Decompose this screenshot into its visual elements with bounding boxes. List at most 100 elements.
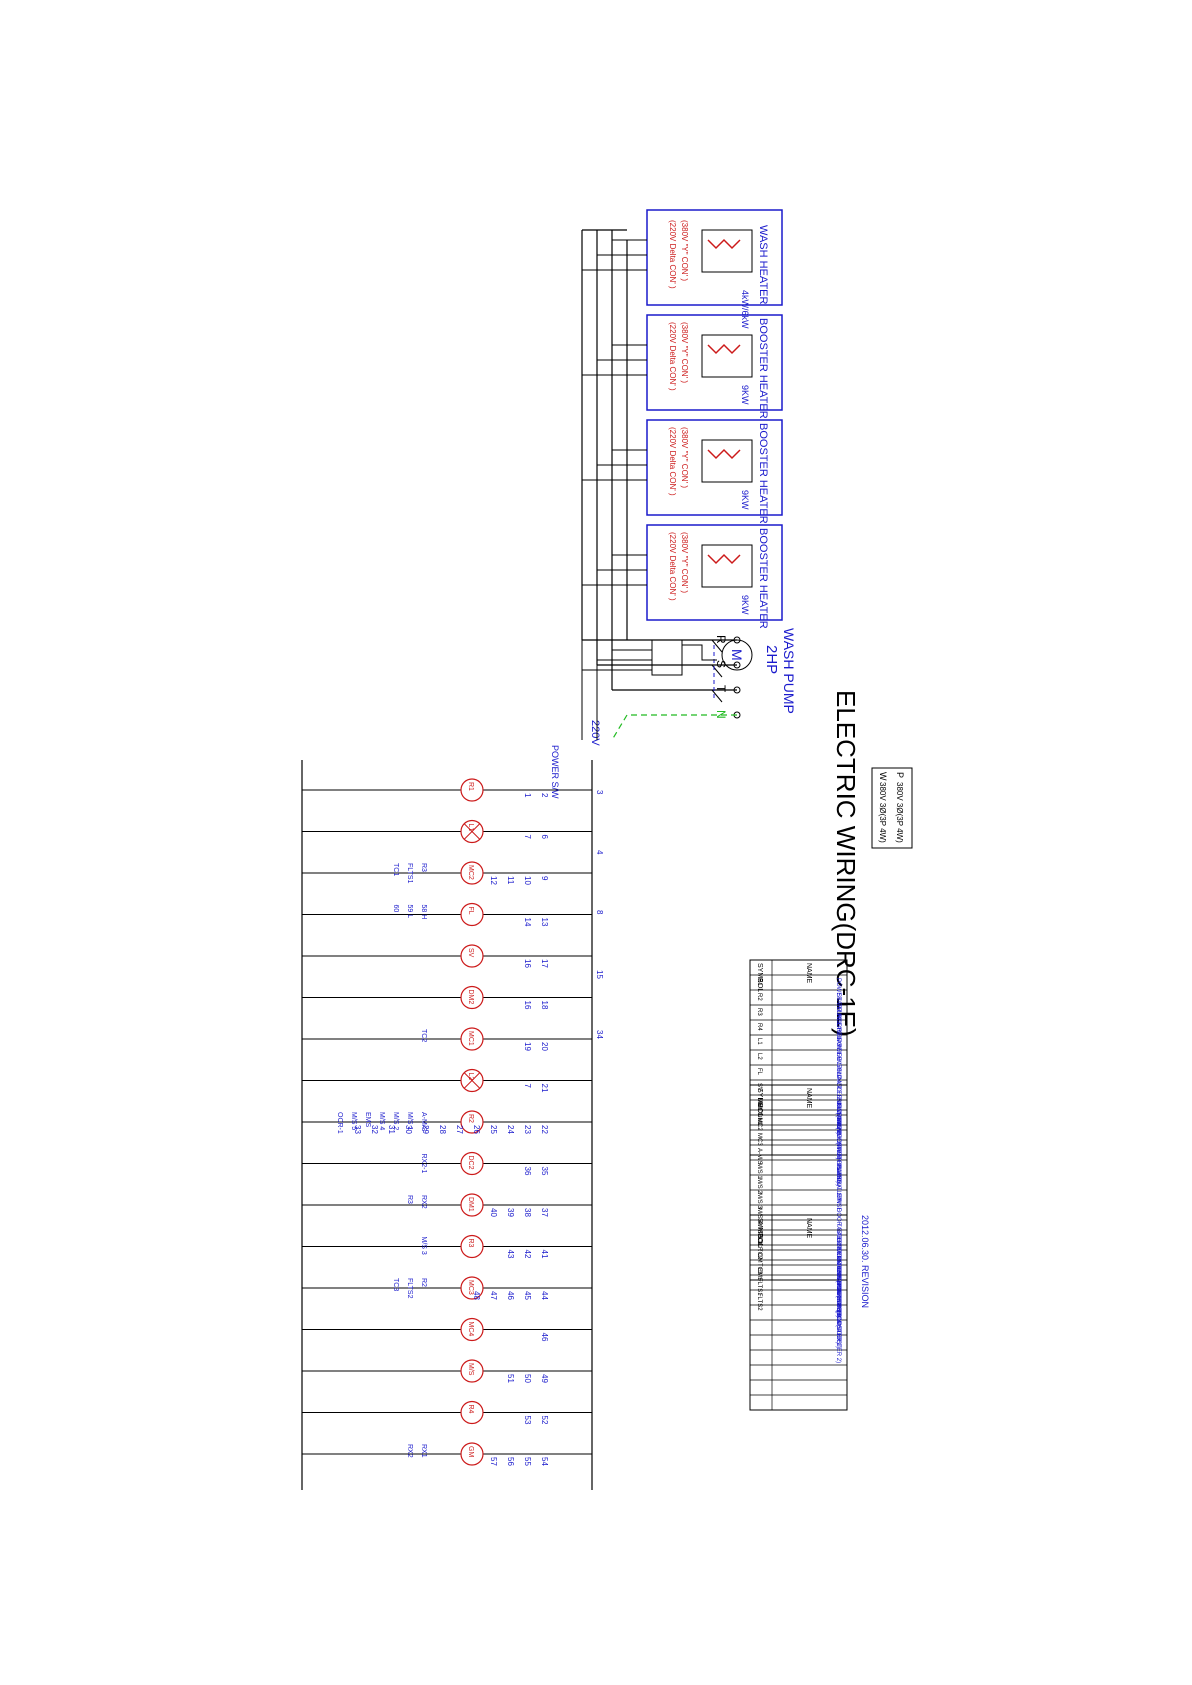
table-cell-symbol: EMS xyxy=(756,1268,762,1281)
node-number: 47 xyxy=(489,1291,498,1300)
power-box-p-value: 380V 3Ø(3P 4W) xyxy=(895,782,904,843)
table-cell-symbol: R3 xyxy=(756,1008,762,1016)
node-number: 52 xyxy=(540,1416,549,1425)
heater-3-title: BOOSTER HEATER xyxy=(757,423,769,524)
table-cell-symbol: GM xyxy=(756,1253,762,1263)
table-header-symbol: SYMBOL xyxy=(756,1218,763,1247)
heater-box-1: WASH HEATER 4kW/6kW (380V "Y" CON' ) (22… xyxy=(646,209,783,329)
coil-label: MC4 xyxy=(467,1322,474,1337)
contact-label: M/S 3 xyxy=(420,1237,427,1255)
table-cell-symbol: SV xyxy=(756,1083,762,1091)
node-number: 42 xyxy=(523,1250,532,1259)
node-number: 53 xyxy=(523,1416,532,1425)
contact-label: A-M/S xyxy=(420,1112,427,1132)
pump-hp: 2HP xyxy=(763,645,780,674)
heater-feeds xyxy=(582,239,647,586)
node-number: 23 xyxy=(523,1125,532,1134)
pump-motor-letter: M xyxy=(729,649,745,661)
table-cell-name: FLOAT S/W(BOOSTER 2) xyxy=(835,1293,841,1363)
table-cell-name: CHAIN RELAY xyxy=(835,1023,841,1063)
heater-2-title: BOOSTER HEATER xyxy=(757,318,769,419)
node-number: 44 xyxy=(540,1291,549,1300)
contact-label: 58 H xyxy=(420,905,427,920)
table-cell-symbol: MC1 xyxy=(756,1103,762,1116)
neutral-line xyxy=(611,714,737,741)
table-cell-name: FLOAT S/W(BOOSTER 1) xyxy=(835,1278,841,1348)
power-box-p-label: P xyxy=(895,772,905,778)
coil-label: R1 xyxy=(467,782,474,791)
coil-label: R4 xyxy=(467,1405,474,1414)
table-cell-name: SOLENOID VALVE xyxy=(835,1083,841,1134)
table-cell-symbol: MC2 xyxy=(756,1118,762,1131)
heater-1-title: WASH HEATER xyxy=(757,225,769,305)
coil-symbol xyxy=(460,1400,484,1425)
contact-label: R3 xyxy=(420,863,427,872)
node-number: 19 xyxy=(523,1042,532,1051)
table-cell-name: POWER LAMP xyxy=(835,1038,841,1079)
contact-label: 59 L xyxy=(406,905,413,919)
table-header-symbol: SYMBOL xyxy=(756,963,763,992)
coil-label: SV xyxy=(467,948,474,958)
table-cell-symbol: R2 xyxy=(756,993,762,1001)
node-number: 11 xyxy=(506,876,515,885)
phase-n-label: N xyxy=(714,710,728,719)
node-number: 16 xyxy=(523,1001,532,1010)
top-node-number: 4 xyxy=(595,850,604,855)
node-number: 35 xyxy=(540,1167,549,1176)
coil-label: MC2 xyxy=(467,865,474,880)
node-number: 9 xyxy=(540,876,549,881)
contact-label: TC3 xyxy=(392,1278,399,1291)
node-number: 29 xyxy=(421,1125,430,1134)
lamp-cross xyxy=(463,1072,481,1089)
heater-1-conn1: (380V "Y" CON' ) xyxy=(680,220,689,281)
table-cell-name: RINSE xyxy=(835,1193,841,1211)
table-cell-name: RINSE AID xyxy=(835,1098,841,1128)
table-header-name: NAME xyxy=(805,1088,812,1109)
table-cell-symbol: FL xyxy=(756,1068,762,1076)
table-cell-symbol: MC3 xyxy=(756,1133,762,1146)
coil-symbol xyxy=(460,1193,484,1217)
contact-label: RX2 xyxy=(406,1444,413,1458)
table-cell-symbol: M/S 3 xyxy=(756,1193,762,1209)
node-number: 21 xyxy=(540,1084,549,1093)
diagram-title: ELECTRIC WIRING(DRC-1E) xyxy=(831,690,861,1037)
node-number: 46 xyxy=(506,1291,515,1300)
power-bus xyxy=(581,229,737,691)
coil-symbol xyxy=(460,1110,484,1134)
table-header-name: NAME xyxy=(805,1218,812,1239)
pump-name: WASH PUMP xyxy=(781,628,797,714)
node-number: 37 xyxy=(540,1208,549,1217)
node-number: 2 xyxy=(540,793,549,798)
phase-t-label: T xyxy=(714,685,728,693)
node-number: 6 xyxy=(540,835,549,840)
node-number: 38 xyxy=(523,1208,532,1217)
contact-label: M/S 1 xyxy=(406,1112,413,1130)
contact-label: OCR-1 xyxy=(336,1112,343,1134)
coil-label: L1 xyxy=(467,824,474,832)
table-cell-name: OVER CURRENT CT xyxy=(835,1238,841,1296)
table-cell-name: TEMP CONTROL(BOOSTER) xyxy=(835,1233,841,1314)
coil-symbol xyxy=(460,778,484,802)
symbol-table-3 xyxy=(749,1214,848,1411)
table-cell-symbol: R4 xyxy=(756,1023,762,1031)
node-number: 17 xyxy=(540,959,549,968)
table-cell-name: AUTO/MANUAL S/W xyxy=(835,1148,841,1204)
table-cell-name: TABLE LIMIT xyxy=(835,1223,841,1259)
heater-2-conn1: (380V "Y" CON' ) xyxy=(680,322,689,383)
node-number: 51 xyxy=(506,1374,515,1383)
coil-label: R3 xyxy=(467,1239,474,1248)
power-box-w-label: W xyxy=(878,772,888,781)
table-cell-name: INLET xyxy=(835,1163,841,1180)
heater-2-power: 9KW xyxy=(740,385,750,405)
table-cell-name: POWER RELAY xyxy=(835,978,841,1022)
coil-symbol xyxy=(460,1359,484,1383)
heater-4-conn2: (220V Delta CON' ) xyxy=(668,532,677,601)
node-number: 40 xyxy=(489,1208,498,1217)
heater-2-conn2: (220V Delta CON' ) xyxy=(668,322,677,391)
table-cell-name: MC(WASH HEATER) xyxy=(835,1103,841,1160)
coil-label: FL xyxy=(467,907,474,915)
coil-label: R2 xyxy=(467,1114,474,1123)
